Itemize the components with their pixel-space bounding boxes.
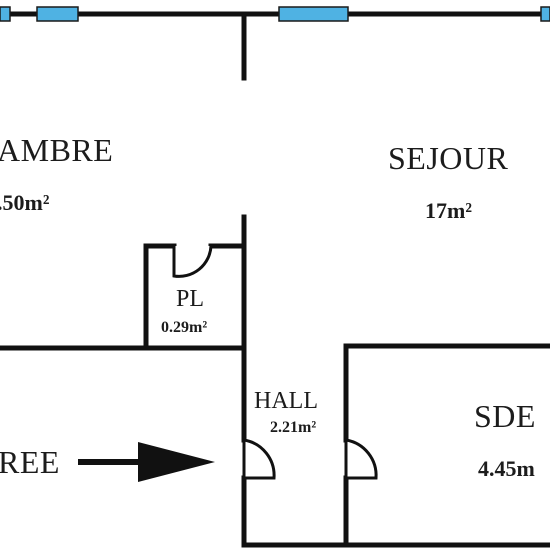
hall-door-entree[interactable] xyxy=(242,438,276,480)
hall-area: 2.21m² xyxy=(270,419,316,436)
window-sejour xyxy=(278,6,349,22)
chambre-area: .50m² xyxy=(0,190,50,215)
sde-area: 4.45m xyxy=(478,456,535,481)
arrow-right-icon xyxy=(78,442,215,482)
window-chambre-left xyxy=(0,6,11,22)
window-chambre xyxy=(36,6,79,22)
window-right xyxy=(540,6,550,22)
chambre-label: AMBRE xyxy=(0,132,113,168)
sejour-area: 17m² xyxy=(425,198,472,223)
placard-label: PL xyxy=(176,286,204,312)
sejour-label: SEJOUR xyxy=(388,140,509,176)
entree-label: REE xyxy=(0,444,60,480)
placard-area: 0.29m² xyxy=(161,319,207,336)
sde-door[interactable] xyxy=(344,438,378,480)
hall-label: HALL xyxy=(254,388,318,414)
sde-label: SDE xyxy=(474,398,536,434)
placard-door[interactable] xyxy=(172,245,213,278)
